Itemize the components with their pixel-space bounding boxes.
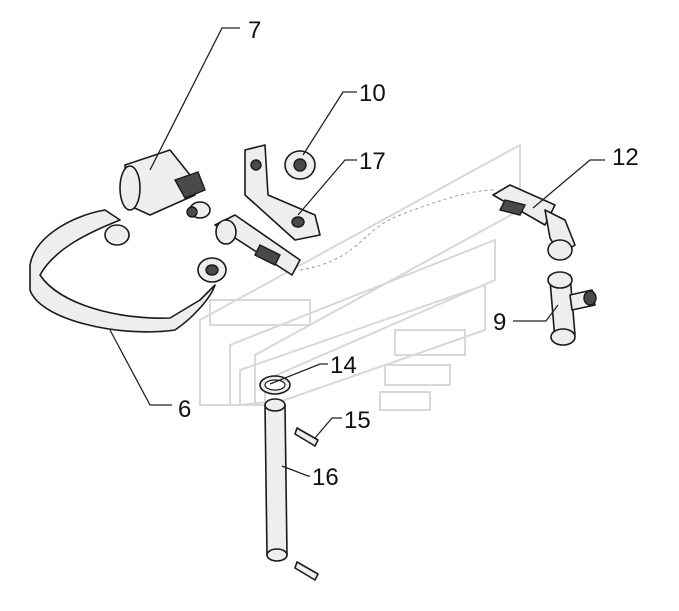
leader-line-17 xyxy=(297,159,357,216)
quick-coupler-part-7 xyxy=(119,149,211,219)
callout-7: 7 xyxy=(248,17,261,44)
dust-cap-part-6 xyxy=(29,209,227,333)
bracket-part-17 xyxy=(244,144,321,241)
callout-16: 16 xyxy=(312,464,339,491)
o-ring-part-14 xyxy=(259,375,291,395)
leader-line-14 xyxy=(269,363,328,385)
callout-17: 17 xyxy=(359,148,386,175)
callout-14: 14 xyxy=(330,352,357,379)
watermark-logo xyxy=(199,143,521,411)
adapter-fitting xyxy=(214,214,301,276)
pin-part-15 xyxy=(294,427,319,581)
tee-fitting-part-9 xyxy=(547,271,597,346)
leader-line-10 xyxy=(302,91,357,156)
callout-10: 10 xyxy=(359,80,386,107)
callout-9: 9 xyxy=(493,309,506,336)
nut-part-10 xyxy=(284,150,316,180)
leader-line-12 xyxy=(532,159,605,209)
callout-15: 15 xyxy=(344,407,371,434)
leader-line-15 xyxy=(314,417,342,439)
callout-6: 6 xyxy=(178,396,191,423)
leader-line-16 xyxy=(281,465,310,477)
hose-elbow-part-12 xyxy=(492,184,576,261)
tube-part-16 xyxy=(264,398,288,562)
callout-12: 12 xyxy=(612,144,639,171)
leader-line-6 xyxy=(109,329,172,406)
leader-line-9 xyxy=(513,304,559,322)
hose-path xyxy=(299,189,496,271)
leader-line-7 xyxy=(149,27,240,171)
